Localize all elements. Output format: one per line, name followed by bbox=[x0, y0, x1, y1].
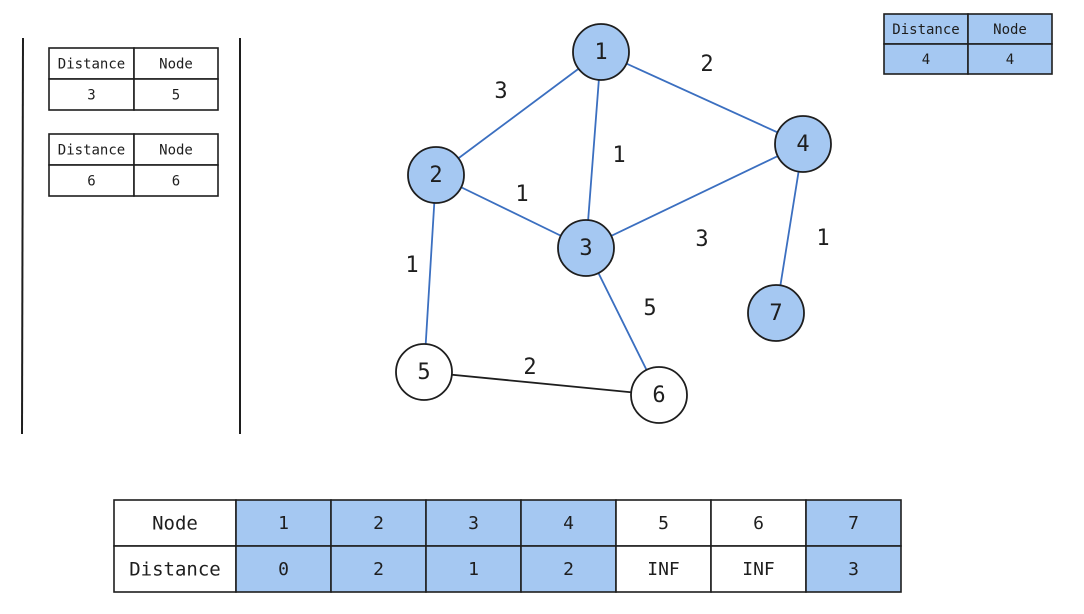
queue-item-1: Distance Node 3 5 bbox=[48, 47, 219, 111]
distance-value-2: 2 bbox=[373, 559, 384, 580]
edge-weight-2-5: 1 bbox=[405, 253, 418, 278]
node-4: 4 bbox=[774, 115, 832, 173]
node-label-1: 1 bbox=[594, 40, 607, 65]
node-label-4: 4 bbox=[796, 132, 809, 157]
node-circle-1 bbox=[572, 23, 630, 81]
graph-edges: 3 2 1 1 3 1 1 5 2 bbox=[405, 51, 830, 396]
node-5: 5 bbox=[395, 343, 453, 401]
node-row-label-cell bbox=[113, 499, 237, 547]
node-6: 6 bbox=[630, 366, 688, 424]
distance-row-label-cell bbox=[113, 545, 237, 593]
node-2: 2 bbox=[407, 146, 465, 204]
edge-3-4 bbox=[585, 143, 804, 249]
distance-row-label: Distance bbox=[129, 559, 221, 581]
node-label-3: 3 bbox=[579, 236, 592, 261]
edge-weight-1-2: 3 bbox=[494, 79, 507, 104]
distance-header: Distance bbox=[892, 22, 959, 38]
distance-value-3: 1 bbox=[468, 559, 479, 580]
node-value-cell bbox=[133, 164, 219, 197]
distance-value-6: INF bbox=[742, 559, 775, 580]
node-value-5: 5 bbox=[658, 513, 669, 534]
node-header: Node bbox=[159, 143, 193, 159]
node-value-7: 7 bbox=[848, 513, 859, 534]
node-value-6: 6 bbox=[753, 513, 764, 534]
graph-nodes: 1 2 3 4 5 6 7 bbox=[395, 23, 832, 424]
node-value: 4 bbox=[1006, 52, 1014, 68]
distance-header-cell bbox=[883, 13, 969, 45]
node-value-cell bbox=[967, 43, 1053, 75]
distance-cell-5 bbox=[615, 545, 712, 593]
edge-1-2 bbox=[435, 51, 602, 176]
distance-cell-4 bbox=[520, 545, 617, 593]
distance-cell-7 bbox=[805, 545, 902, 593]
distance-value-cell bbox=[48, 164, 135, 197]
edge-5-6 bbox=[423, 371, 660, 396]
node-value-1: 1 bbox=[278, 513, 289, 534]
node-header-cell bbox=[133, 133, 219, 166]
node-value-2: 2 bbox=[373, 513, 384, 534]
distance-header-cell bbox=[48, 133, 135, 166]
node-1: 1 bbox=[572, 23, 630, 81]
edge-weight-1-4: 2 bbox=[700, 52, 713, 77]
edge-1-3 bbox=[585, 51, 602, 249]
edge-weight-3-6: 5 bbox=[643, 296, 656, 321]
node-3: 3 bbox=[557, 219, 615, 277]
node-circle-6 bbox=[630, 366, 688, 424]
node-label-6: 6 bbox=[652, 383, 665, 408]
node-circle-5 bbox=[395, 343, 453, 401]
distance-value-5: INF bbox=[647, 559, 680, 580]
node-circle-7 bbox=[747, 284, 805, 342]
node-cell-5 bbox=[615, 499, 712, 547]
distance-header: Distance bbox=[58, 143, 125, 159]
node-header: Node bbox=[993, 22, 1027, 38]
distance-value-1: 0 bbox=[278, 559, 289, 580]
distance-value: 3 bbox=[87, 88, 95, 104]
node-cell-7 bbox=[805, 499, 902, 547]
edge-weight-2-3: 1 bbox=[515, 182, 528, 207]
node-cell-4 bbox=[520, 499, 617, 547]
distance-header: Distance bbox=[58, 57, 125, 73]
node-label-7: 7 bbox=[769, 301, 782, 326]
distance-value-cell bbox=[48, 78, 135, 111]
node-label-2: 2 bbox=[429, 163, 442, 188]
current-item: Distance Node 4 4 bbox=[883, 13, 1053, 75]
edge-1-4 bbox=[600, 51, 804, 145]
distance-value-7: 3 bbox=[848, 559, 859, 580]
queue-left-border bbox=[21, 37, 24, 435]
node-circle-3 bbox=[557, 219, 615, 277]
distance-cell-3 bbox=[425, 545, 522, 593]
edge-2-5 bbox=[423, 174, 437, 373]
edge-weight-1-3: 1 bbox=[612, 143, 625, 168]
distance-cell-2 bbox=[330, 545, 427, 593]
node-value-4: 4 bbox=[563, 513, 574, 534]
node-label-5: 5 bbox=[417, 360, 430, 385]
distance-value: 4 bbox=[922, 52, 930, 68]
current-item-table: Distance Node 4 4 bbox=[883, 13, 1053, 75]
node-circle-4 bbox=[774, 115, 832, 173]
node-value-cell bbox=[133, 78, 219, 111]
distance-value-cell bbox=[883, 43, 969, 75]
node-header: Node bbox=[159, 57, 193, 73]
edge-weight-4-7: 1 bbox=[816, 226, 829, 251]
node-value: 6 bbox=[172, 174, 180, 190]
node-value-3: 3 bbox=[468, 513, 479, 534]
node-7: 7 bbox=[747, 284, 805, 342]
distance-value-4: 2 bbox=[563, 559, 574, 580]
node-header-cell bbox=[133, 47, 219, 80]
node-row-label: Node bbox=[152, 513, 198, 535]
edge-weight-3-4: 3 bbox=[695, 227, 708, 252]
node-value: 5 bbox=[172, 88, 180, 104]
node-circle-2 bbox=[407, 146, 465, 204]
queue-item-2: Distance Node 6 6 bbox=[48, 133, 219, 197]
edge-weight-5-6: 2 bbox=[523, 355, 536, 380]
distance-cell-6 bbox=[710, 545, 807, 593]
distance-value: 6 bbox=[87, 174, 95, 190]
